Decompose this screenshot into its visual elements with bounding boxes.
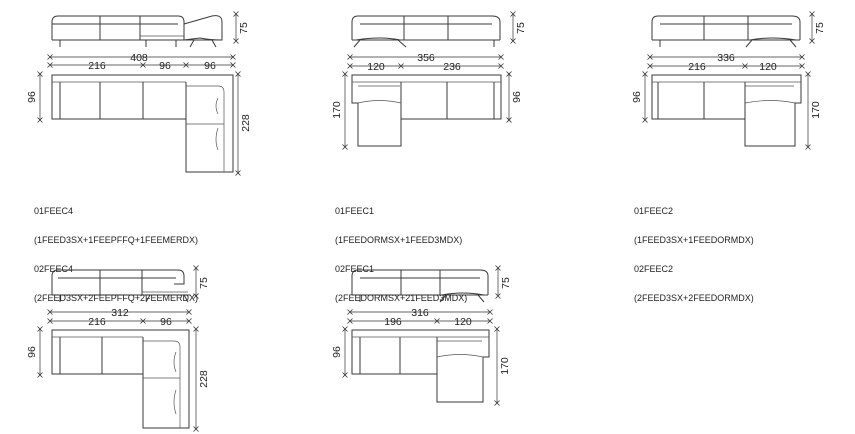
height-label: 75: [500, 277, 512, 289]
height-dimension: 75: [193, 265, 210, 299]
caption-line: 01FEEC4: [34, 206, 74, 217]
seg-a-label: 216: [688, 61, 706, 73]
plan-view: [51, 74, 234, 173]
plan-view: [351, 74, 502, 147]
seg-b-label: 236: [443, 61, 461, 73]
caption-01feec1: 01FEEC1 (1FEEDORMSX+1FEED3MDX) 02FEEC1 (…: [335, 188, 467, 313]
depth-dimensions: 96 170: [331, 326, 511, 406]
height-dimension: 75: [510, 11, 527, 44]
seg-b-label: 120: [759, 61, 777, 73]
total-width-label: 316: [411, 307, 429, 319]
front-elevation: [351, 15, 501, 48]
total-width-label: 356: [417, 52, 435, 64]
front-elevation: [651, 15, 801, 48]
total-width-label: 312: [111, 307, 129, 319]
front-elevation: [351, 269, 489, 303]
seg-a-label: 216: [88, 60, 106, 72]
depth-label: 96: [331, 346, 343, 358]
width-dimensions: 312 216 96: [47, 307, 192, 328]
front-elevation: [51, 15, 223, 48]
config-01feec4: 75 408 216 96 96 96 228: [26, 11, 252, 176]
depth-label: 96: [26, 346, 38, 358]
caption-line: 02FEEC1: [335, 263, 375, 274]
caption-line: (2FEED3SX+2FEEDORMDX): [634, 292, 754, 303]
seg-c-label: 96: [204, 60, 216, 72]
chaise-depth-label: 170: [499, 357, 511, 375]
height-dimension: 75: [809, 11, 826, 44]
plan-view: [51, 329, 190, 429]
depth-dimensions: 170 96: [331, 71, 523, 150]
seg-b-label: 96: [160, 316, 172, 328]
seg-a-label: 120: [367, 61, 385, 73]
depth-label: 96: [631, 91, 643, 103]
chaise-depth-label: 228: [240, 114, 252, 132]
depth-dimensions: 96 170: [631, 71, 822, 150]
height-label: 75: [814, 22, 826, 34]
depth-label: 96: [511, 91, 523, 103]
height-dimension: 75: [495, 265, 512, 299]
height-label: 75: [515, 22, 527, 34]
total-width-label: 336: [717, 52, 735, 64]
height-dimension: 75: [233, 11, 250, 44]
chaise-depth-label: 228: [198, 370, 210, 388]
height-label: 75: [198, 277, 210, 289]
caption-line: (2FEEDORMSX+21FEED3MDX): [335, 292, 468, 303]
caption-line: 01FEEC2: [634, 206, 674, 217]
width-dimensions: 408 216 96 96: [47, 52, 236, 72]
seg-b-label: 96: [159, 60, 171, 72]
depth-dimensions: 96 228: [26, 326, 210, 432]
chaise-depth-label: 170: [331, 101, 343, 119]
height-label: 75: [238, 22, 250, 34]
seg-a-label: 216: [88, 316, 106, 328]
width-dimensions: 356 120 236: [347, 52, 504, 73]
config-01feec1: 75 356 120 236 170 96: [331, 11, 527, 150]
caption-line: (1FEED3SX+1FEEDORMDX): [634, 234, 754, 245]
plan-view: [351, 329, 490, 403]
caption-line: (2FEED3SX+2FEEPFFQ+2FEEMERDX): [34, 292, 199, 303]
caption-line: (1FEEDORMSX+1FEED3MDX): [335, 234, 463, 245]
caption-line: 01FEEC1: [335, 206, 375, 217]
config-4: 75 312 216 96 96 228: [26, 265, 210, 432]
caption-line: 02FEEC2: [634, 263, 674, 274]
chaise-depth-label: 170: [810, 101, 822, 119]
seg-a-label: 196: [384, 316, 402, 328]
config-5: 75 316 196 120 96 170: [331, 265, 512, 406]
seg-b-label: 120: [454, 316, 472, 328]
config-01feec2: 75 336 216 120 96 170: [631, 11, 826, 150]
caption-01feec2: 01FEEC2 (1FEED3SX+1FEEDORMDX) 02FEEC2 (2…: [634, 188, 754, 313]
caption-01feec4: 01FEEC4 (1FEED3SX+1FEEPFFQ+1FEEMERDX) 02…: [34, 188, 198, 313]
width-dimensions: 316 196 120: [347, 307, 493, 328]
depth-dimensions: 96 228: [26, 71, 252, 176]
front-elevation: [51, 269, 190, 303]
depth-label: 96: [26, 91, 38, 103]
caption-line: (1FEED3SX+1FEEPFFQ+1FEEMERDX): [34, 234, 199, 245]
width-dimensions: 336 216 120: [647, 52, 805, 73]
caption-line: 02FEEC4: [34, 263, 74, 274]
total-width-label: 408: [130, 52, 148, 64]
plan-view: [651, 74, 802, 147]
